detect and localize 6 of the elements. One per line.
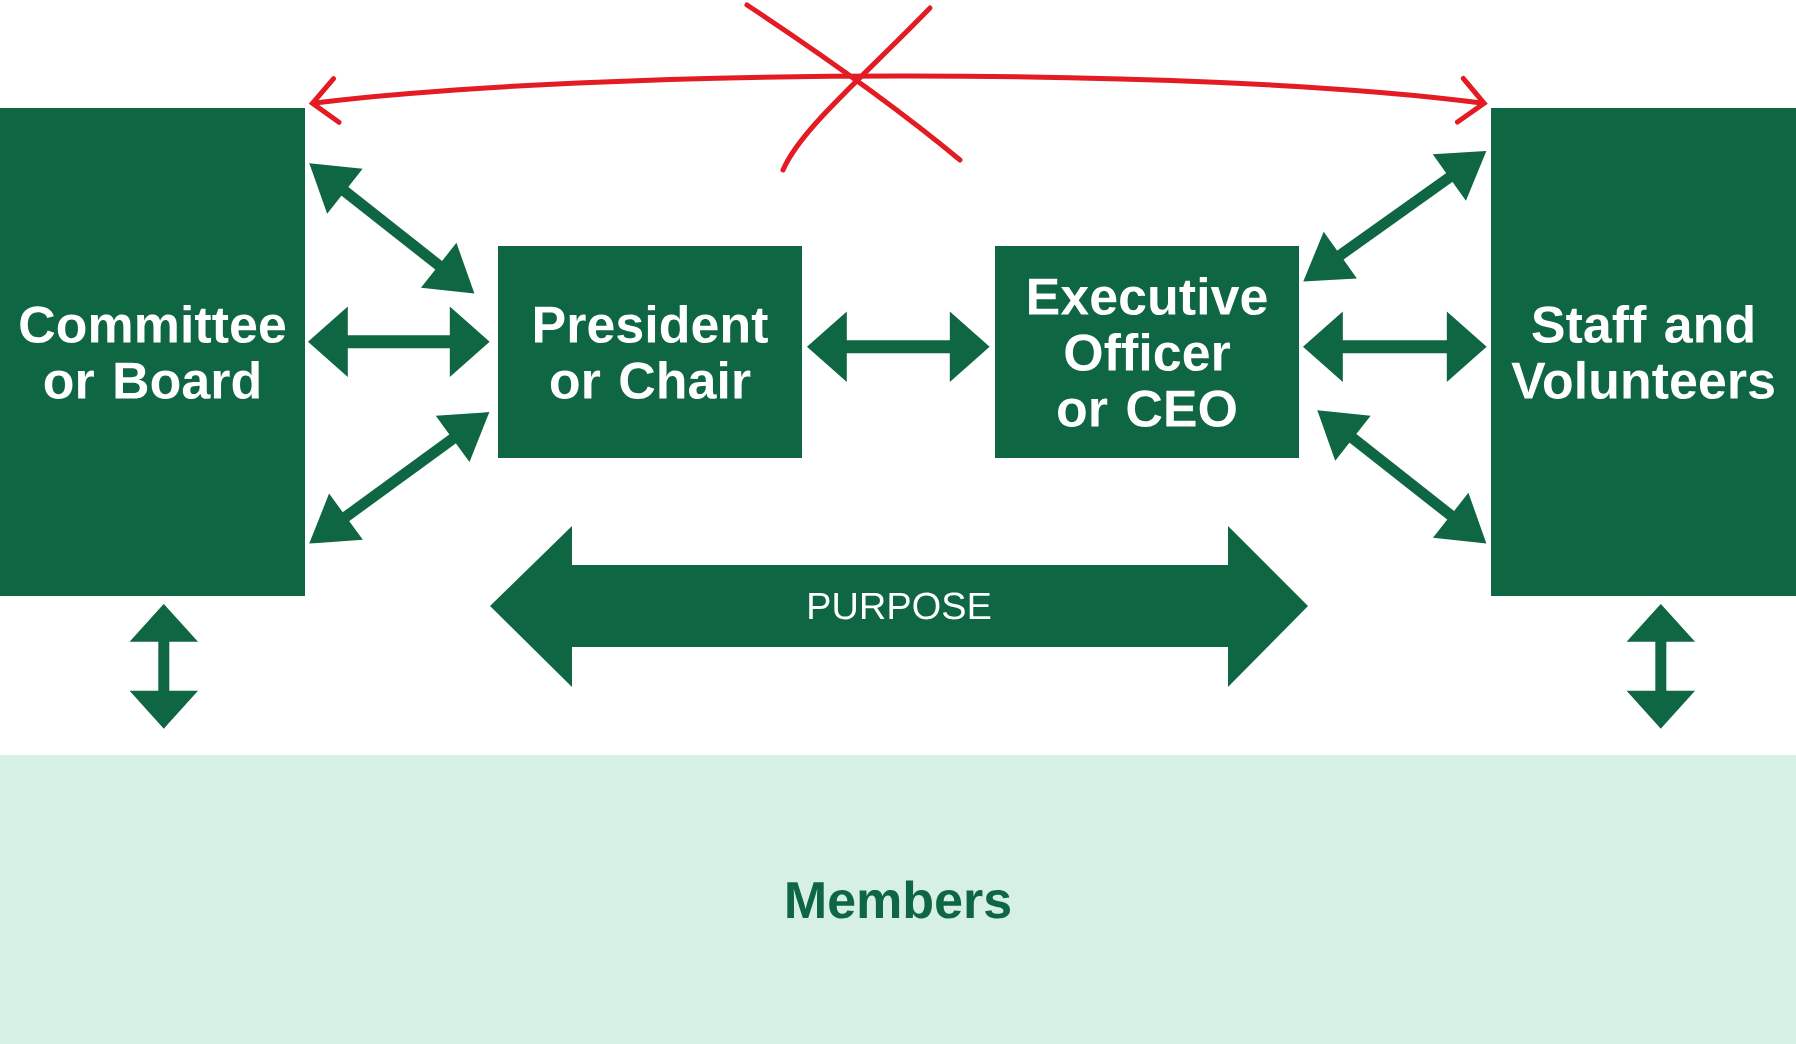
- role-box: President or Chair: [498, 246, 802, 458]
- role-box: Committee or Board: [0, 108, 305, 596]
- hand-drawn-arrow: [308, 73, 1488, 125]
- role-box: Staff and Volunteers: [1491, 108, 1796, 596]
- role-box: Executive Officer or CEO: [995, 246, 1299, 458]
- members-band: Members: [0, 755, 1796, 1044]
